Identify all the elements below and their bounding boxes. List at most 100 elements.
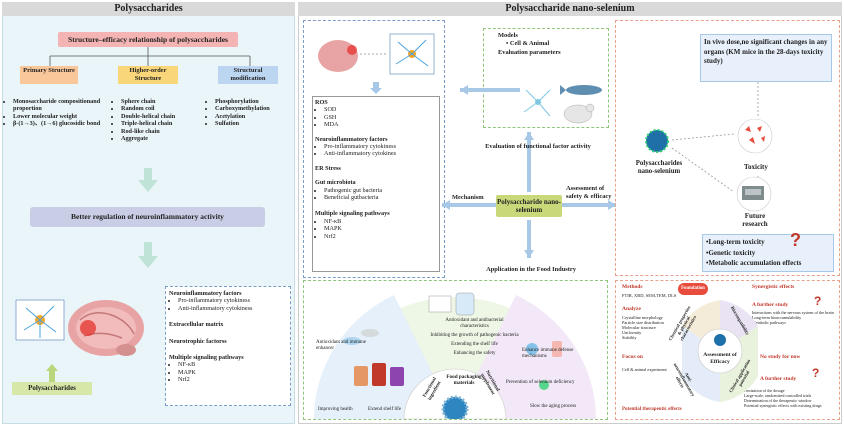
higher-list: Sphere chain Random coil Double-helical …: [112, 98, 202, 142]
methods-text: FTIR, XRD, SEM,TEM, DLS: [622, 293, 677, 298]
ros-item: MDA: [324, 121, 437, 128]
food-semicircle: [314, 292, 596, 419]
col-higher-title: Higher-order Structure: [118, 66, 178, 84]
modification-item: Acetylation: [215, 113, 294, 120]
pns-particle-illustration: [645, 129, 669, 153]
efficacy-quadrant-circle: [682, 300, 758, 402]
col-modification-title: Structural modification: [218, 66, 278, 84]
further2-title: A further study: [760, 376, 797, 382]
analyze-item: Particle size distribution: [622, 320, 664, 325]
pathway-item: NF-κB: [178, 361, 287, 368]
left-factors-box: Neuroinflammatory factors Pro-inflammato…: [165, 286, 291, 406]
neuro-item: Pro-inflammatory cytokiness: [324, 143, 437, 150]
focus-item: Cell & animal experiment: [622, 367, 667, 372]
primary-list: Monosaccharide compositionand proportion…: [4, 98, 110, 128]
models-panel: [483, 28, 609, 128]
food-extend-shelf: Extending the shelf life: [451, 342, 498, 347]
food-immune-defense: Enhance immune defense mechanisms: [522, 348, 574, 359]
future-item: •Metabolic accumulation effects: [706, 259, 802, 267]
ros-item: SOD: [324, 106, 437, 113]
pns-label: Polysaccharides nano-selenium: [635, 160, 683, 175]
neuro-item: Anti-inflammatory cytokines: [324, 150, 437, 157]
further2-item: Potential synergistic effects with exist…: [744, 403, 822, 408]
toxicity-illustration: [737, 118, 773, 154]
higher-item: Triple-helical chain: [121, 120, 202, 127]
future-item: •Long-term toxicity: [706, 238, 765, 246]
structure-connectors: [49, 47, 251, 66]
question-icon: ?: [790, 230, 801, 250]
future-label: Future research: [742, 212, 768, 228]
methods-title: Methods: [622, 284, 643, 290]
food-slow-aging: Slow the aging process: [530, 404, 577, 409]
food-packaging: Food packaging materials: [446, 374, 482, 386]
assessment-label: Assessment of safety & efficacy: [566, 185, 612, 200]
regulation-box: Better regulation of neuroinflammatory a…: [30, 207, 265, 227]
further1-list: Interactions with the nervous system of …: [752, 310, 838, 325]
synergistic-title: Synergistic effects: [752, 284, 795, 290]
eval-functional-label: Evaluation of functional factor activity: [485, 143, 591, 150]
higher-item: Random coil: [121, 105, 202, 112]
mechanism-panel: [303, 20, 445, 278]
analyze-item: Molecular structure: [622, 325, 656, 330]
neurotrophic-label: Neurotrophic factorss: [169, 337, 227, 345]
efficacy-center-label: Assessment of Efficacy: [703, 352, 737, 365]
eval-params: Evaluation parameters: [498, 49, 561, 56]
further2-item: Pimization of the dosage: [744, 388, 785, 393]
food-enhance-safety: Enhancing the safety: [453, 351, 496, 356]
path-item: NF-κB: [324, 218, 437, 225]
potential-title: Potential therapeutic effects: [622, 407, 682, 412]
nostudy-title: No study for now: [760, 354, 801, 360]
col-primary-title: Primary Structure: [20, 66, 78, 84]
path-item: MAPK: [324, 225, 437, 232]
modification-list: Phosphorylation Carboxymethylation Acety…: [206, 98, 294, 128]
mechanism-arrow: [370, 82, 382, 94]
gut-item: Pathogenic gut bacteria: [324, 187, 437, 194]
food-prevent-se: Prevention of selenium deficiency: [506, 380, 575, 385]
further2-list: Pimization of the dosage Large-scale, ra…: [744, 388, 840, 408]
modification-item: Carboxymethylation: [215, 105, 294, 112]
future-item: •Genetic toxicity: [706, 248, 756, 257]
pathway-item: MAPK: [178, 369, 287, 376]
food-antiox-antibac: Antioxidant and antibacterial characteri…: [445, 318, 504, 329]
relationship-title: Structure–efficacy relationship of polys…: [58, 32, 238, 47]
primary-item: Monosaccharide compositionand proportion: [13, 98, 110, 113]
future-box: •Long-term toxicity •Genetic toxicity •M…: [702, 234, 834, 272]
brain-illustration: [15, 299, 144, 356]
model-organisms-illustration: [523, 85, 602, 124]
food-title: Application in the Food Industry: [486, 266, 576, 273]
ecm-label: Extracellular matrix: [169, 321, 224, 329]
down-arrow: [138, 168, 158, 192]
analyze-item: Stability: [622, 335, 637, 340]
food-panel: [303, 280, 608, 420]
mechanism-list-box: ROS SOD GSH MDA Neuroinflammatory factor…: [312, 96, 440, 272]
foundation-badge: Foundation: [678, 283, 708, 295]
further1-item: Interactions with the nervous system of …: [752, 310, 834, 315]
factor-item: Pro-inflammatory cytokiness: [178, 297, 287, 304]
focus-title: Focus on: [622, 354, 643, 360]
ros-title: ROS: [315, 99, 328, 106]
center-node: Polysaccharide nano-selenium: [496, 195, 562, 217]
models-title: Models: [498, 32, 518, 39]
er-label: ER Stress: [315, 164, 341, 172]
further2-item: Determination of the therapeutic window: [744, 398, 812, 403]
factors-title: Neuroinflammatory factors: [169, 290, 242, 297]
modification-item: Sulfation: [215, 120, 294, 127]
higher-item: Sphere chain: [121, 98, 202, 105]
factor-item: Anti-inflammatory cytokiness: [178, 305, 287, 312]
models-item: • Cell & Animal: [506, 40, 550, 47]
question-icon: ?: [814, 294, 822, 308]
mechanism-label: Mechanism: [452, 194, 484, 201]
path-item: Nrf2: [324, 233, 437, 240]
future-research-illustration: [736, 176, 772, 212]
analyze-list: Crystalline morphology Particle size dis…: [622, 315, 664, 340]
right-header: Polysaccharide nano-selenium: [298, 2, 842, 16]
higher-item: Rod-like chain: [121, 128, 202, 135]
down-arrow: [138, 242, 158, 268]
toxicity-label: Toxicity: [744, 163, 768, 171]
further2-item: Large-scale, randomized controlled trial…: [744, 393, 812, 398]
safety-panel: [615, 20, 840, 276]
ros-item: GSH: [324, 114, 437, 121]
invivo-text: In vivo dose,no significant changes in a…: [704, 38, 828, 65]
primary-item: Lower molecular weight: [13, 113, 110, 120]
gut-item: Beneficial gutbacteria: [324, 194, 437, 201]
